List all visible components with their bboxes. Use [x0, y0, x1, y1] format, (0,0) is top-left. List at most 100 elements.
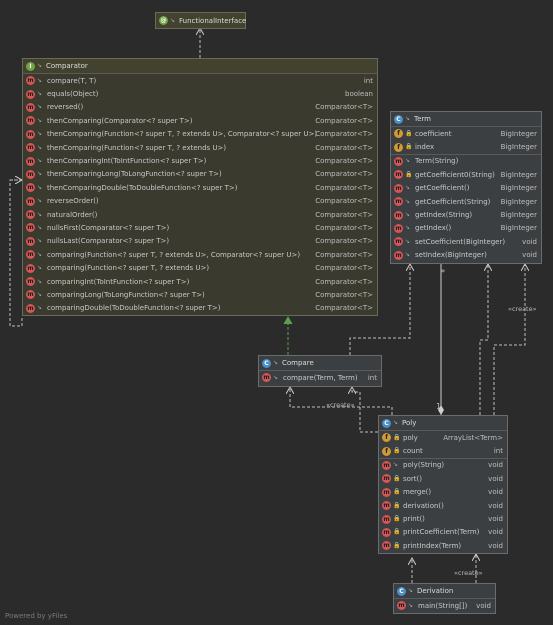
method-row[interactable]: m↘setCoefficient(BigInteger)void [391, 235, 541, 248]
edge-label-multiplicity-one: 1 [436, 402, 442, 411]
method-row[interactable]: m↘poly(String)void [379, 459, 507, 472]
method-icon: m [382, 514, 391, 524]
return-type: Comparator<T> [315, 290, 373, 299]
return-type: int [363, 76, 373, 85]
method-row[interactable]: m↘getCoefficient(String)BigInteger [391, 195, 541, 208]
method-row[interactable]: m🔒printIndex(Term)void [379, 539, 507, 552]
divider [379, 457, 507, 459]
method-row[interactable]: m🔒printCoefficient(Term)void [379, 526, 507, 539]
method-row[interactable]: m↘reversed()Comparator<T> [23, 101, 377, 114]
node-title: Compare [282, 359, 314, 367]
private-lock-icon: 🔒 [393, 474, 401, 482]
method-row[interactable]: m↘getIndex()BigInteger [391, 222, 541, 235]
method-row[interactable]: m↘thenComparingDouble(ToDoubleFunction<?… [23, 181, 377, 194]
method-row[interactable]: m↘setIndex(BigInteger)void [391, 249, 541, 262]
method-row[interactable]: m🔒print()void [379, 512, 507, 525]
method-row[interactable]: m↘thenComparing(Function<? super T, ? ex… [23, 141, 377, 154]
method-row[interactable]: m↘thenComparing(Function<? super T, ? ex… [23, 128, 377, 141]
return-type: Comparator<T> [315, 170, 373, 179]
method-row[interactable]: m↘equals(Object)boolean [23, 87, 377, 100]
method-row[interactable]: m↘nullsLast(Comparator<? super T>)Compar… [23, 235, 377, 248]
derivation-node[interactable]: C ↘ Derivation m↘main(String[])void [393, 583, 496, 614]
visibility-icon: ↘ [405, 211, 411, 219]
derivation-method-list: m↘main(String[])void [394, 599, 495, 612]
visibility-icon: ↘ [273, 373, 279, 381]
edge-poly-compare-create [290, 387, 393, 415]
method-row[interactable]: m↘thenComparing(Comparator<? super T>)Co… [23, 114, 377, 127]
method-row[interactable]: m↘getCoefficient()BigInteger [391, 182, 541, 195]
method-row[interactable]: m↘comparing(Function<? super T, ? extend… [23, 261, 377, 274]
method-icon: m [26, 89, 35, 99]
method-icon: m [26, 277, 35, 287]
node-title: Term [414, 115, 431, 123]
return-type: Comparator<T> [315, 103, 373, 112]
compare-node[interactable]: C ↘ Compare m↘compare(Term, Term)int [258, 355, 382, 387]
return-type: void [522, 251, 537, 260]
method-row[interactable]: m↘comparing(Function<? super T, ? extend… [23, 248, 377, 261]
method-row[interactable]: m🔒derivation()void [379, 499, 507, 512]
method-row[interactable]: m↘getIndex(String)BigInteger [391, 208, 541, 221]
method-row[interactable]: m↘comparingInt(ToIntFunction<? super T>)… [23, 275, 377, 288]
method-row[interactable]: m↘naturalOrder()Comparator<T> [23, 208, 377, 221]
method-icon: m [394, 237, 403, 247]
method-icon: m [26, 183, 35, 193]
method-icon: m [26, 223, 35, 233]
node-title: Comparator [46, 62, 88, 70]
class-icon: C [397, 586, 406, 596]
field-type: BigInteger [500, 143, 537, 152]
footer-text: Powered by yFiles [5, 612, 68, 620]
method-icon: m [262, 373, 271, 383]
return-type: BigInteger [500, 224, 537, 233]
visibility-icon: ↘ [37, 210, 43, 218]
field-icon: f [382, 446, 391, 456]
return-type: Comparator<T> [315, 277, 373, 286]
visibility-icon: ↘ [405, 237, 411, 245]
functional-interface-node[interactable]: @ ↘ FunctionalInterface [155, 12, 246, 29]
method-row[interactable]: m↘nullsFirst(Comparator<? super T>)Compa… [23, 221, 377, 234]
method-icon: m [394, 197, 403, 207]
annotation-icon: @ [159, 16, 168, 25]
method-row[interactable]: m🔒sort()void [379, 472, 507, 485]
return-type: void [488, 474, 503, 483]
method-icon: m [26, 236, 35, 246]
field-type: ArrayList<Term> [443, 433, 503, 442]
method-row[interactable]: m↘compare(T, T)int [23, 74, 377, 87]
compare-method-list: m↘compare(Term, Term)int [259, 371, 381, 384]
method-row[interactable]: m↘compare(Term, Term)int [259, 371, 381, 384]
term-method-list: m↘Term(String)m🔒getCoefficient0(String)B… [391, 155, 541, 262]
method-row[interactable]: m🔒merge()void [379, 486, 507, 499]
method-icon: m [26, 102, 35, 112]
method-row[interactable]: m🔒getCoefficient0(String)BigInteger [391, 168, 541, 181]
field-icon: f [382, 433, 391, 443]
visibility-icon: ↘ [37, 62, 43, 69]
method-icon: m [382, 460, 391, 470]
method-name: main(String[]) [418, 601, 468, 610]
method-name: getCoefficient0(String) [415, 170, 495, 179]
method-row[interactable]: m↘thenComparingInt(ToIntFunction<? super… [23, 154, 377, 167]
private-lock-icon: 🔒 [393, 488, 401, 496]
method-row[interactable]: m↘thenComparingLong(ToLongFunction<? sup… [23, 168, 377, 181]
method-row[interactable]: m↘Term(String) [391, 155, 541, 168]
method-row[interactable]: m↘reverseOrder()Comparator<T> [23, 195, 377, 208]
private-lock-icon: 🔒 [393, 515, 401, 523]
return-type: Comparator<T> [315, 157, 373, 166]
return-type: BigInteger [500, 170, 537, 179]
method-row[interactable]: m↘main(String[])void [394, 599, 495, 612]
node-title: Derivation [417, 587, 454, 595]
method-icon: m [382, 501, 391, 511]
private-lock-icon: 🔒 [405, 129, 413, 137]
method-row[interactable]: m↘comparingDouble(ToDoubleFunction<? sup… [23, 302, 377, 315]
visibility-icon: ↘ [405, 197, 411, 205]
visibility-icon: ↘ [393, 461, 399, 469]
method-name: setIndex(BigInteger) [415, 251, 487, 260]
return-type: void [488, 528, 503, 537]
method-row[interactable]: m↘comparingLong(ToLongFunction<? super T… [23, 288, 377, 301]
